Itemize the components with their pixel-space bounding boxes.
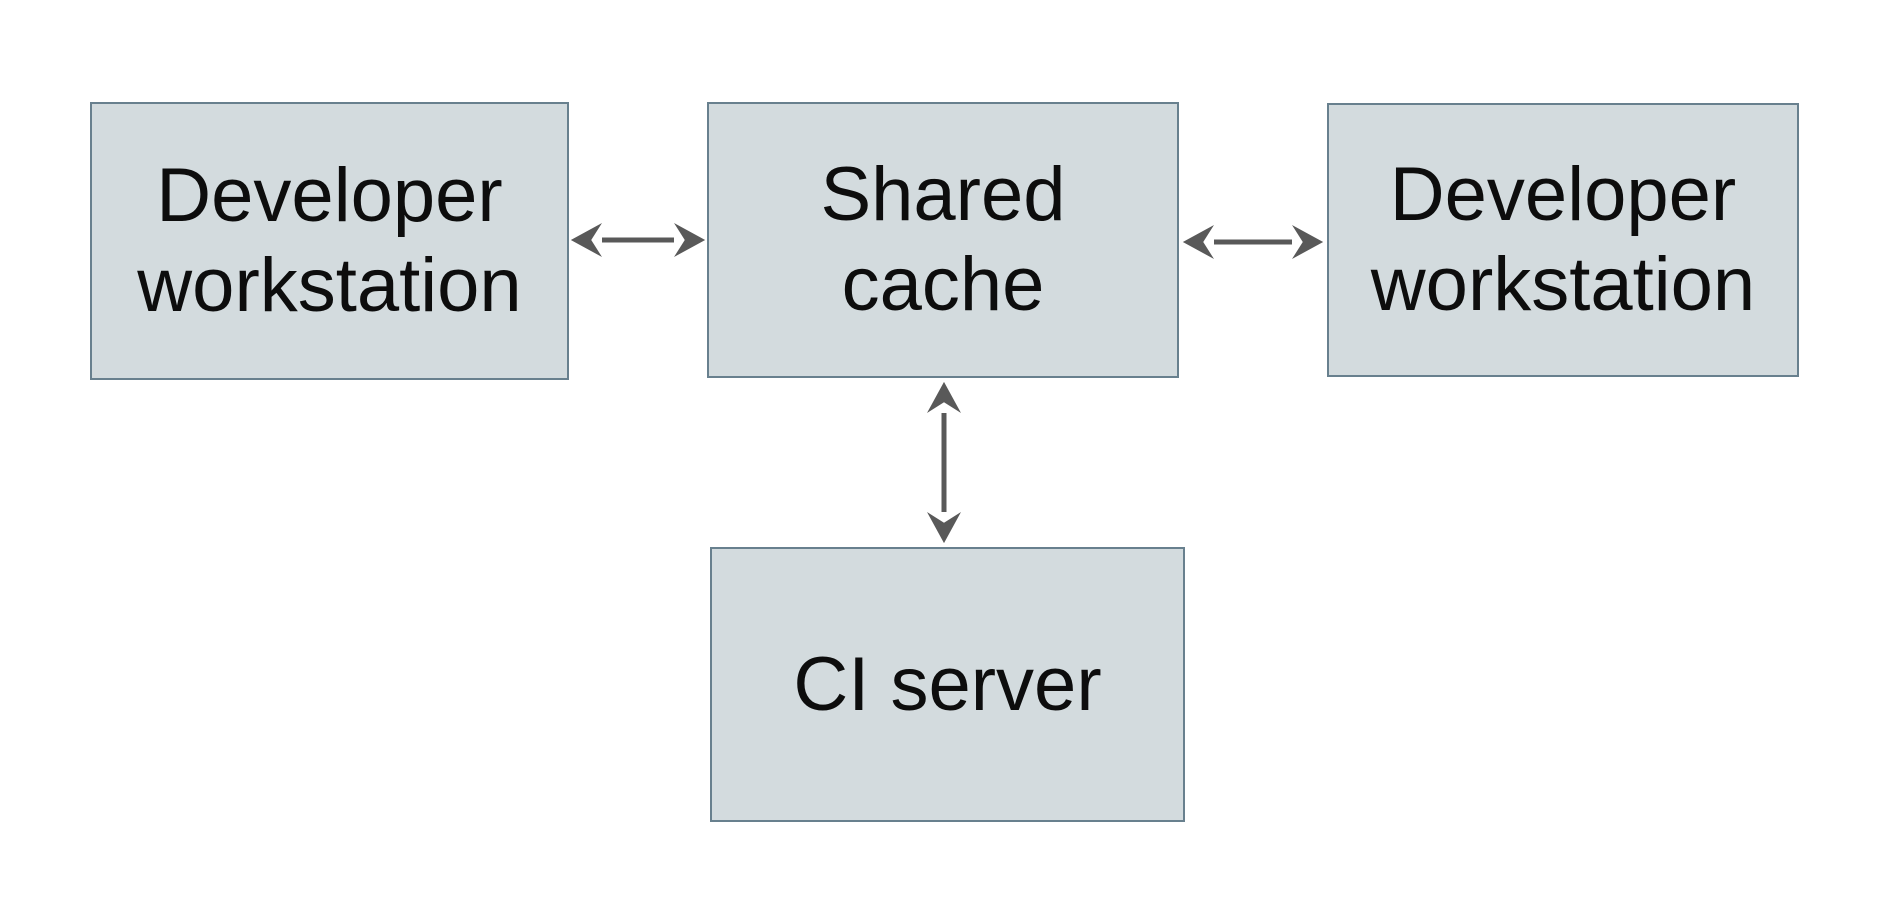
node-label: Developer [1389,152,1737,237]
node-label: workstation [1370,242,1756,327]
node-ci-server: CI server [710,547,1185,822]
node-label: CI server [793,641,1102,727]
node-developer-workstation-left: Developer workstation [90,102,569,380]
node-label: Developer [156,153,503,238]
node-label: cache [841,242,1045,327]
node-label: workstation [137,243,522,328]
node-shared-cache: Shared cache [707,102,1179,378]
node-label: Shared [820,152,1066,237]
node-developer-workstation-right: Developer workstation [1327,103,1799,377]
